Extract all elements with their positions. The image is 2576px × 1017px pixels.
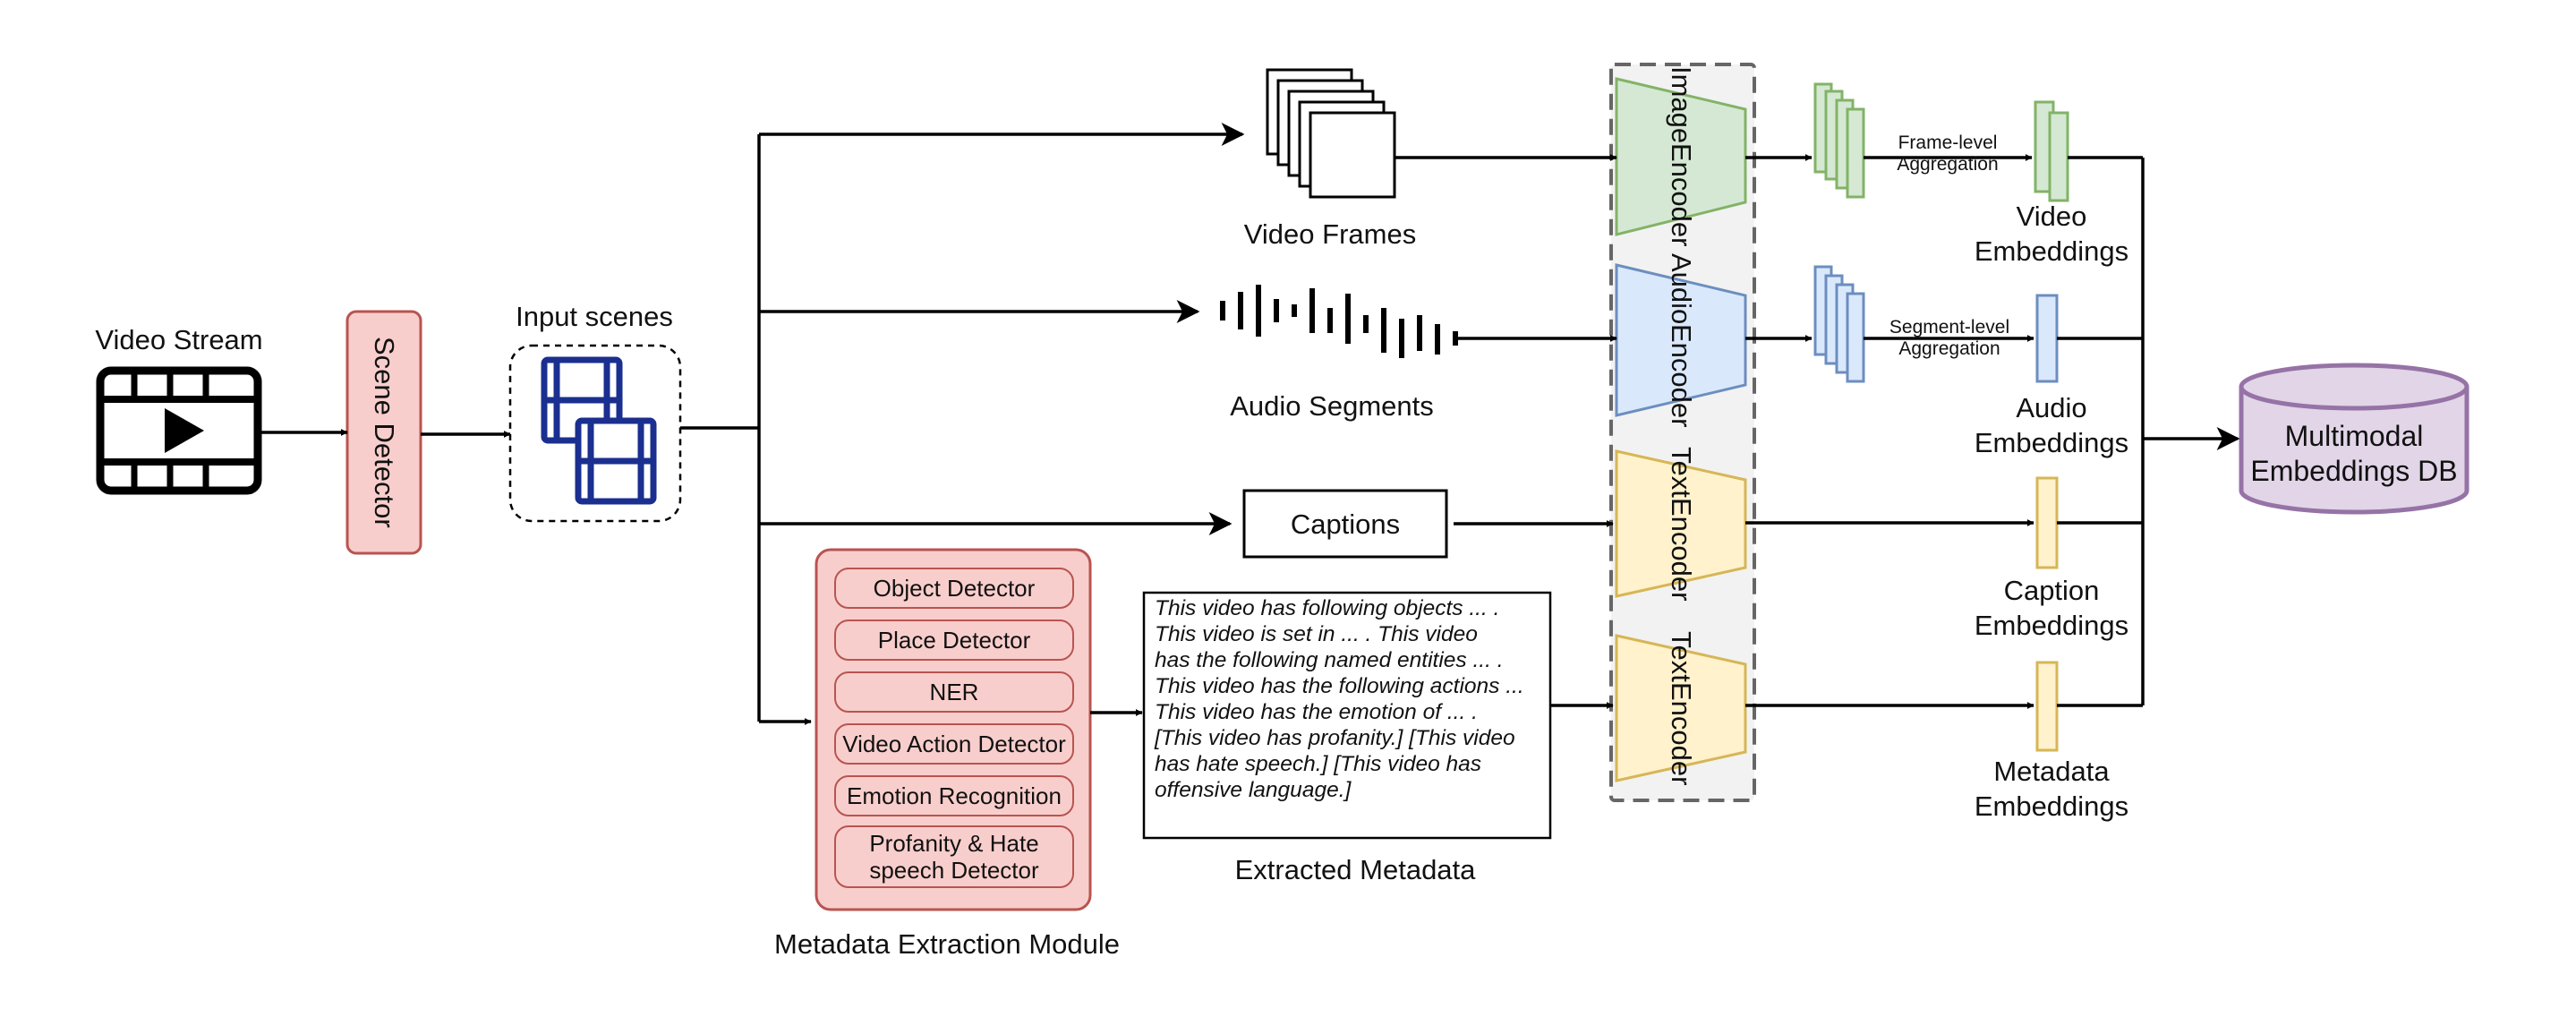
text-encoder-label-line2: Encoder	[1666, 681, 1697, 786]
text-encoder-label-line2: Encoder	[1666, 497, 1697, 602]
encoders-group	[1609, 63, 1756, 802]
audio-encoder-label: Audio Encoder	[1616, 253, 1745, 428]
database-label-line1: Multimodal	[2284, 420, 2424, 452]
scene-detector-label: Scene Detector	[369, 337, 400, 528]
segment-aggregation-line2: Aggregation	[1898, 338, 2000, 359]
detector-place: Place Detector	[834, 620, 1074, 661]
video-stream-icon	[96, 366, 262, 495]
frame-aggregation-label: Frame-level Aggregation	[1897, 132, 1998, 175]
metadata-line: This video has the emotion of ... .	[1155, 700, 1478, 724]
caption-embedding-bar	[2035, 476, 2059, 569]
metadata-line: This video has the following actions ...	[1155, 674, 1524, 698]
caption-embeddings-label: Caption Embeddings	[1975, 573, 2128, 643]
frame-aggregation-line2: Aggregation	[1897, 154, 1999, 175]
image-encoder-label-line1: Image	[1666, 66, 1697, 144]
text-encoder-label-line1: Text	[1666, 630, 1697, 682]
detector-emotion: Emotion Recognition	[834, 775, 1074, 816]
metadata-line: has the following named entities ... .	[1155, 648, 1504, 672]
image-encoder-shape	[1615, 77, 1747, 236]
text-encoder-label-line1: Text	[1666, 446, 1697, 498]
detector-video-action: Video Action Detector	[834, 723, 1074, 765]
database-label: Multimodal Embeddings DB	[2250, 419, 2457, 489]
caption-embeddings-line2: Embeddings	[1974, 610, 2129, 641]
text-encoder-shape	[1615, 449, 1747, 598]
connectors	[260, 123, 2240, 725]
segment-aggregation-line1: Segment-level	[1889, 317, 2010, 338]
input-scenes-label: Input scenes	[516, 301, 673, 332]
text-encoder-label: Text Encoder	[1616, 447, 1745, 601]
text-encoder-label: Text Encoder	[1616, 631, 1745, 785]
detector-object: Object Detector	[834, 568, 1074, 609]
metadata-embeddings-label: Metadata Embeddings	[1975, 754, 2128, 824]
extracted-metadata-box	[1142, 591, 1552, 840]
video-embedding-bars	[2034, 100, 2069, 202]
metadata-line: This video is set in ... . This video	[1155, 622, 1478, 646]
metadata-line: has hate speech.] [This video has	[1155, 752, 1481, 776]
audio-embedding-bar	[2035, 294, 2059, 383]
captions-box	[1242, 489, 1448, 559]
segment-aggregation-label: Segment-level Aggregation	[1889, 317, 2009, 360]
audio-waveform-icon	[1220, 285, 1458, 358]
detector-ner: NER	[834, 671, 1074, 713]
extracted-metadata-text: This video has following objects ... . T…	[1155, 595, 1548, 803]
film-clip-icon	[575, 417, 657, 505]
video-frames-label: Video Frames	[1243, 218, 1417, 250]
video-embeddings-line2: Embeddings	[1974, 235, 2129, 267]
frame-aggregation-line1: Frame-level	[1898, 132, 1998, 153]
audio-encoder-label-line2: Encoder	[1666, 323, 1697, 428]
audio-embeddings-label: Audio Embeddings	[1975, 390, 2128, 460]
text-encoder-shape	[1615, 634, 1747, 782]
segment-features-stack	[1813, 265, 1865, 383]
audio-segments-label: Audio Segments	[1230, 390, 1434, 422]
frame-features-stack	[1813, 82, 1865, 199]
caption-embeddings-line1: Caption	[2003, 575, 2100, 606]
metadata-module-label: Metadata Extraction Module	[774, 928, 1120, 960]
metadata-embeddings-line1: Metadata	[1993, 756, 2110, 787]
audio-encoder-label-line1: Audio	[1666, 252, 1697, 324]
metadata-line: offensive language.]	[1155, 778, 1352, 802]
audio-embeddings-line2: Embeddings	[1974, 427, 2129, 458]
database-cylinder	[2239, 363, 2469, 515]
captions-label: Captions	[1290, 508, 1401, 540]
metadata-line: This video has following objects ... .	[1155, 596, 1500, 620]
metadata-line: [This video has profanity.] [This video	[1155, 726, 1515, 750]
video-frames-icon	[1266, 68, 1396, 199]
video-embeddings-label: Video Embeddings	[1975, 199, 2128, 269]
metadata-embedding-bar	[2035, 661, 2059, 752]
audio-encoder-shape	[1615, 263, 1747, 417]
video-stream-label: Video Stream	[95, 324, 263, 355]
detector-profanity-hate: Profanity & Hate speech Detector	[834, 825, 1074, 888]
database-label-line2: Embeddings DB	[2250, 455, 2458, 487]
audio-embeddings-line1: Audio	[2016, 392, 2087, 423]
extracted-metadata-label: Extracted Metadata	[1234, 854, 1476, 885]
image-encoder-label: Image Encoder	[1616, 66, 1745, 247]
image-encoder-label-line2: Encoder	[1666, 143, 1697, 247]
metadata-embeddings-line2: Embeddings	[1974, 791, 2129, 822]
video-embeddings-line1: Video	[2016, 201, 2087, 232]
